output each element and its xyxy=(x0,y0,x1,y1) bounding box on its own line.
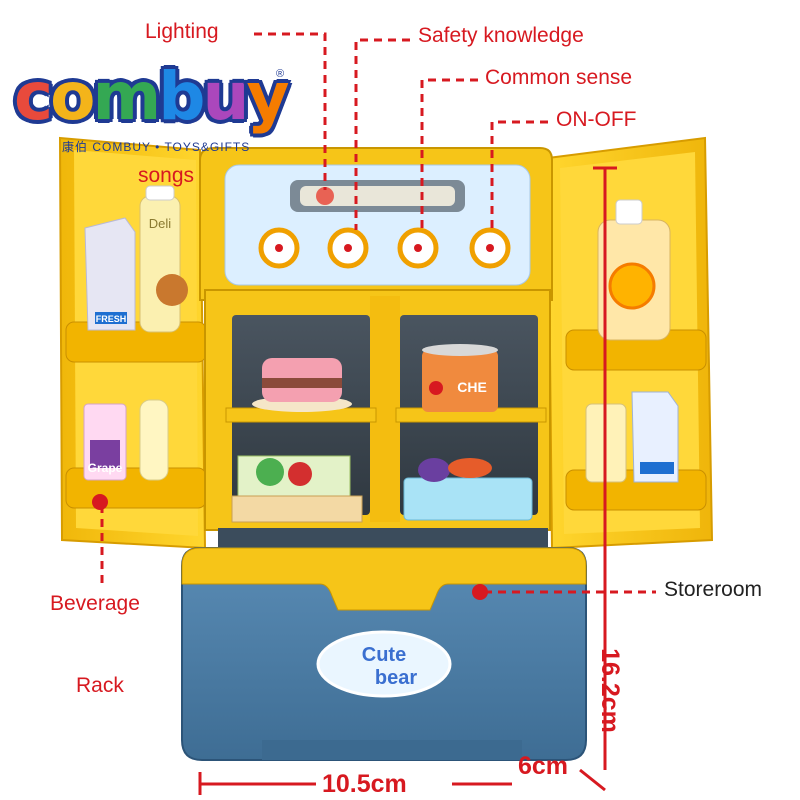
callout-dots xyxy=(472,584,488,600)
dimension-height: 16.2cm xyxy=(595,648,624,733)
callout-beverage: Beverage xyxy=(50,592,140,615)
fridge-compartment xyxy=(204,289,551,531)
logo-wordmark: combuy xyxy=(14,58,290,135)
left-door xyxy=(58,136,207,550)
badge-text-cute: Cute xyxy=(362,644,406,666)
can-label: CHE xyxy=(457,379,487,395)
callout-safety-knowledge: Safety knowledge xyxy=(418,24,584,47)
callout-rack: Rack xyxy=(76,674,124,697)
brand-logo: combuy ® 康伯 COMBUY • TOYS&GIFTS xyxy=(14,58,290,154)
bottle-label: Deli xyxy=(149,216,172,231)
callout-storeroom: Storeroom xyxy=(664,578,763,601)
badge-text-bear: bear xyxy=(375,667,417,689)
callout-lighting: Lighting xyxy=(145,20,219,43)
logo-tagline: 康伯 COMBUY • TOYS&GIFTS xyxy=(62,140,251,154)
carton-label: FRESH xyxy=(96,314,127,324)
callout-common-sense: Common sense xyxy=(485,66,633,89)
callout-on-off: ON-OFF xyxy=(556,108,637,131)
control-panel xyxy=(199,147,553,301)
dimension-lines xyxy=(198,166,617,795)
right-door xyxy=(546,136,714,550)
callout-songs: songs xyxy=(138,164,195,187)
dimension-depth: 6cm xyxy=(518,752,569,780)
juice-label: Grape xyxy=(88,461,123,475)
dimension-width: 10.5cm xyxy=(322,770,407,798)
callout-lines xyxy=(100,32,656,594)
registered-mark: ® xyxy=(276,68,285,80)
storeroom-drawer xyxy=(181,528,587,761)
